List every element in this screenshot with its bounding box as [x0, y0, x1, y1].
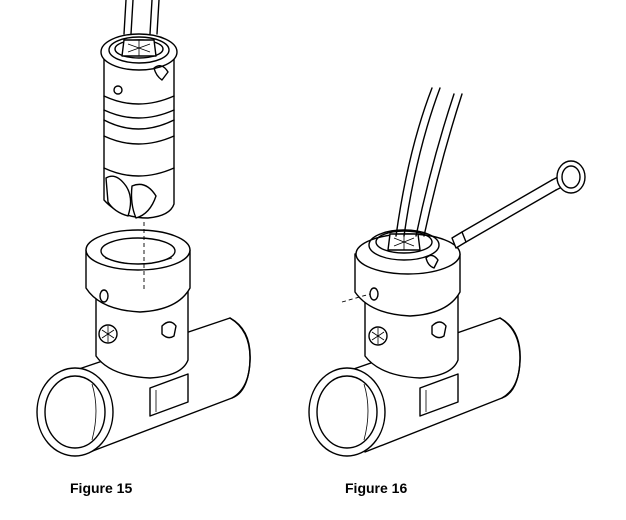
- figure-15-caption: Figure 15: [70, 480, 133, 496]
- figure-16-caption: Figure 16: [345, 480, 408, 496]
- sensor-body-15: [100, 0, 178, 219]
- tee-fitting-16: [308, 229, 521, 457]
- sensor-cables-16: [395, 87, 463, 237]
- tee-fitting-15: [36, 222, 251, 457]
- retaining-pin-16: [451, 160, 586, 249]
